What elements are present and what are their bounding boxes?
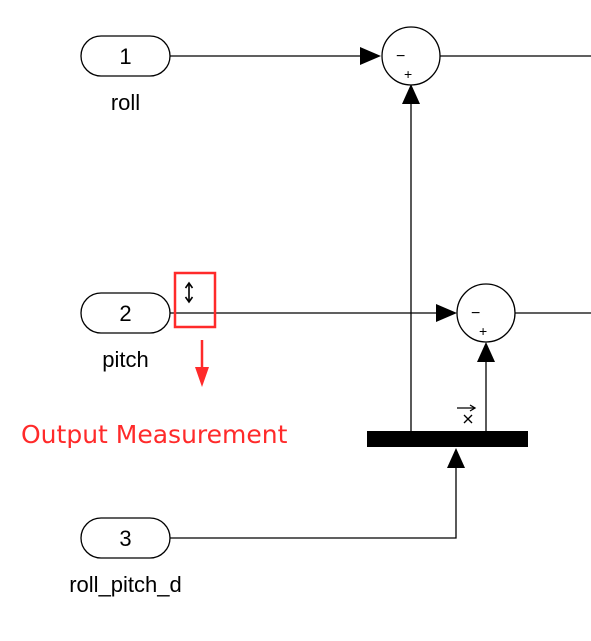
inport-3-label: roll_pitch_d (69, 572, 182, 597)
arrowhead-sum1-left (360, 47, 381, 65)
sum-block-2-sign-top: − (471, 305, 480, 322)
annotation-output-measurement: Output Measurement (21, 420, 288, 449)
signal-lines (170, 55, 591, 539)
inport-3-number: 3 (119, 526, 131, 551)
sum-block-2[interactable]: − + (456, 283, 516, 343)
sum-block-1-sign-bottom: + (404, 66, 412, 82)
test-point-highlight[interactable] (173, 271, 217, 329)
highlight-box (173, 271, 217, 329)
inport-1-number: 1 (119, 44, 131, 69)
demux-arrow-icon (457, 404, 477, 424)
sum-block-2-sign-bottom: + (479, 323, 487, 339)
signal-line-roll-pitch-d[interactable] (170, 462, 457, 539)
sum-block-1-circle[interactable] (381, 26, 441, 86)
inport-3[interactable]: 3 roll_pitch_d (69, 517, 182, 597)
arrowhead-sum2-bottom (477, 342, 495, 362)
mux-block[interactable] (367, 404, 528, 447)
arrowhead-sum1-bottom (402, 84, 420, 104)
sum-block-1-sign-top: − (396, 48, 405, 65)
inport-2-block[interactable] (80, 292, 171, 334)
inport-1-block[interactable] (80, 35, 171, 77)
inport-2[interactable]: 2 pitch (80, 292, 171, 372)
arrowheads (360, 47, 495, 468)
arrowhead-mux-bottom (447, 448, 465, 468)
inport-3-block[interactable] (80, 517, 171, 559)
arrowhead-sum2-left (436, 304, 457, 322)
annotation-arrow (195, 340, 209, 387)
inport-1[interactable]: 1 roll (80, 35, 171, 115)
inport-2-label: pitch (102, 347, 148, 372)
inport-2-number: 2 (119, 301, 131, 326)
inport-1-label: roll (111, 90, 140, 115)
sum-block-1[interactable]: − + (381, 26, 441, 86)
sum-block-2-circle[interactable] (456, 283, 516, 343)
vertical-double-arrow-icon[interactable] (184, 281, 194, 304)
mux-bar[interactable] (367, 431, 528, 447)
